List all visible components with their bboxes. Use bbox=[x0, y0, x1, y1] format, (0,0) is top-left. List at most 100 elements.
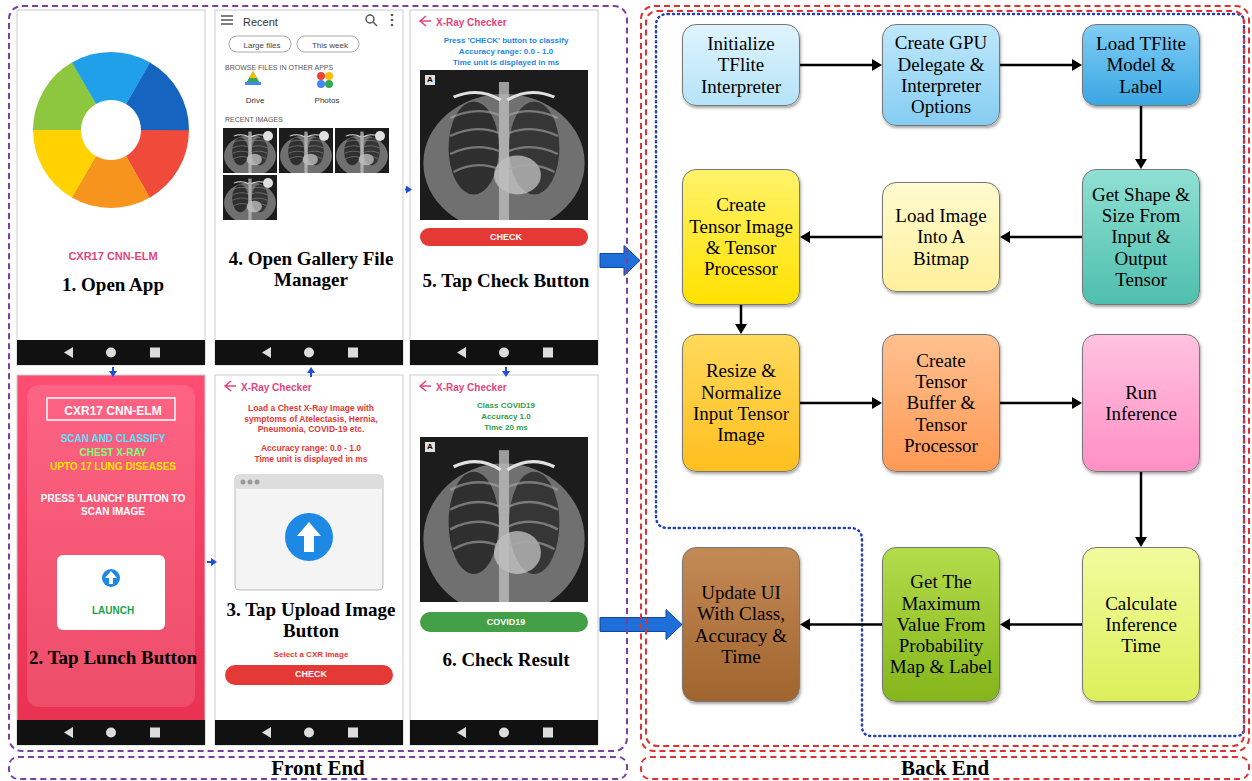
process-box: Resize & Normalize Input Tensor Image bbox=[682, 334, 800, 472]
process-text: Update UI With Class, Accuracy & Time bbox=[689, 582, 793, 667]
file-manager-art bbox=[229, 36, 291, 52]
screen-text: COVID19 bbox=[422, 617, 590, 628]
arrow-head bbox=[872, 59, 882, 71]
step-label: 3. Tap Upload Image Button bbox=[221, 599, 401, 642]
arrow-head bbox=[1072, 59, 1082, 71]
step-label: 4. Open Gallery File Manager bbox=[221, 248, 401, 291]
process-box: Calculate Inference Time bbox=[1082, 547, 1200, 702]
phone-screen: X-Ray CheckerLoad a Chest X-Ray Image wi… bbox=[217, 377, 405, 747]
file-manager-art bbox=[317, 80, 325, 88]
file-manager-art bbox=[263, 131, 273, 141]
screen-text: Press 'CHECK' button to classify bbox=[418, 36, 594, 46]
file-manager-art bbox=[245, 82, 261, 85]
screen-text: Accuracy 1.0 bbox=[418, 412, 594, 422]
nav-bar bbox=[17, 340, 205, 365]
screen-text: Time unit is displayed in ms bbox=[418, 58, 594, 68]
file-manager-art bbox=[391, 19, 394, 22]
screen-text: A bbox=[425, 75, 435, 85]
connector-line bbox=[1010, 623, 1082, 626]
process-box: Create Tensor Image & Tensor Processor bbox=[682, 169, 800, 305]
screen-text: X-Ray Checker bbox=[436, 17, 586, 30]
launch-screen-art bbox=[105, 571, 117, 584]
file-manager-art bbox=[335, 128, 389, 177]
connector-arrow bbox=[1000, 59, 1082, 71]
connector-line bbox=[1000, 64, 1072, 67]
screen-text: Accuracy range: 0.0 - 1.0 bbox=[227, 443, 395, 454]
process-text: Load Image Into A Bitmap bbox=[889, 205, 993, 269]
screen-text: CXR17 CNN-ELM bbox=[49, 403, 177, 419]
app-logo bbox=[37, 56, 185, 204]
file-manager-art bbox=[279, 128, 333, 177]
nav-bar bbox=[17, 340, 598, 745]
connector-arrow bbox=[800, 619, 882, 631]
screen-text: CHEST X-RAY bbox=[29, 447, 197, 460]
screen-text: Accuracy range: 0.0 - 1.0 bbox=[418, 47, 594, 57]
upload-screen-art bbox=[235, 475, 383, 590]
arrow-head bbox=[406, 186, 412, 194]
file-manager-art bbox=[223, 175, 277, 224]
file-manager-art bbox=[325, 72, 333, 80]
file-manager-art bbox=[375, 131, 385, 141]
screen-text: This week bbox=[301, 41, 359, 51]
connector-line bbox=[1000, 402, 1072, 405]
step-label: 2. Tap Lunch Button bbox=[23, 647, 203, 668]
screen-text: LAUNCH bbox=[59, 605, 167, 618]
result-screen-art bbox=[420, 381, 431, 391]
region-panel: Front EndCXR17 CNN-ELM1. Open AppCXR17 C… bbox=[8, 5, 628, 752]
app-logo bbox=[37, 56, 185, 204]
screen-text: RECENT IMAGES bbox=[225, 116, 397, 125]
screen-text: PRESS 'LAUNCH' BUTTON TO SCAN IMAGE bbox=[39, 493, 187, 518]
file-manager-art bbox=[263, 178, 273, 188]
upload-screen-art bbox=[241, 480, 246, 485]
connector-line bbox=[310, 373, 312, 377]
launch-screen-art bbox=[57, 555, 165, 630]
process-text: Create GPU Delegate & Interpreter Option… bbox=[889, 32, 993, 117]
connector-line bbox=[112, 367, 114, 371]
arrow-head bbox=[502, 371, 510, 377]
phone-screen: RecentLarge filesThis weekBROWSE FILES I… bbox=[217, 12, 405, 367]
file-manager-art bbox=[391, 24, 394, 27]
arrow-head bbox=[307, 367, 315, 373]
step-label: 6. Check Result bbox=[416, 649, 596, 670]
arrow-head bbox=[735, 324, 747, 334]
process-text: Initialize TFlite Interpreter bbox=[689, 33, 793, 97]
screen-text: SCAN AND CLASSIFY bbox=[29, 433, 197, 446]
process-text: Resize & Normalize Input Tensor Image bbox=[689, 360, 793, 445]
connector-arrow bbox=[800, 231, 882, 243]
file-manager-art bbox=[325, 80, 333, 88]
phone-screen-art bbox=[410, 10, 598, 365]
arrow-head bbox=[800, 231, 810, 243]
nav-bar bbox=[215, 340, 403, 365]
nav-bar bbox=[262, 347, 358, 358]
process-box: Update UI With Class, Accuracy & Time bbox=[682, 547, 800, 702]
arrow-head bbox=[1135, 159, 1147, 169]
upload-screen-art bbox=[285, 513, 333, 561]
phone-screen: X-Ray CheckerPress 'CHECK' button to cla… bbox=[412, 12, 600, 367]
screen-text: X-Ray Checker bbox=[241, 382, 391, 395]
connector-line bbox=[1140, 472, 1143, 537]
region-panel: Back EndInitialize TFlite InterpreterCre… bbox=[640, 5, 1250, 752]
screen-text: Large files bbox=[233, 41, 291, 51]
phone-screen-art bbox=[215, 375, 403, 745]
screen-text: Time unit is displayed in ms bbox=[227, 454, 395, 465]
process-text: Load TFlite Model & Label bbox=[1089, 33, 1193, 97]
nav-bar bbox=[457, 727, 553, 738]
launch-screen-art bbox=[102, 569, 120, 587]
process-text: Create Tensor Buffer & Tensor Processor bbox=[889, 350, 993, 456]
nav-bar bbox=[410, 340, 598, 365]
blue-dotted-region bbox=[656, 14, 1244, 736]
arrow-head bbox=[1135, 537, 1147, 547]
screen-text: CHECK bbox=[227, 669, 395, 680]
connector-arrow bbox=[1000, 619, 1082, 631]
block-arrow bbox=[600, 246, 640, 276]
screen-text: Time 20 ms bbox=[418, 423, 594, 433]
nav-bar bbox=[410, 720, 598, 745]
check-screen-art bbox=[420, 16, 431, 26]
screen-text: UPTO 17 LUNG DISEASES bbox=[29, 461, 197, 474]
phone-screen: X-Ray CheckerClass COVID19Accuracy 1.0Ti… bbox=[412, 377, 600, 747]
step-label: 1. Open App bbox=[23, 274, 203, 295]
app-logo bbox=[37, 56, 185, 204]
region-title: Front End bbox=[8, 756, 628, 780]
file-manager-art bbox=[223, 128, 277, 177]
process-text: Get The Maximum Value From Probability M… bbox=[889, 571, 993, 677]
